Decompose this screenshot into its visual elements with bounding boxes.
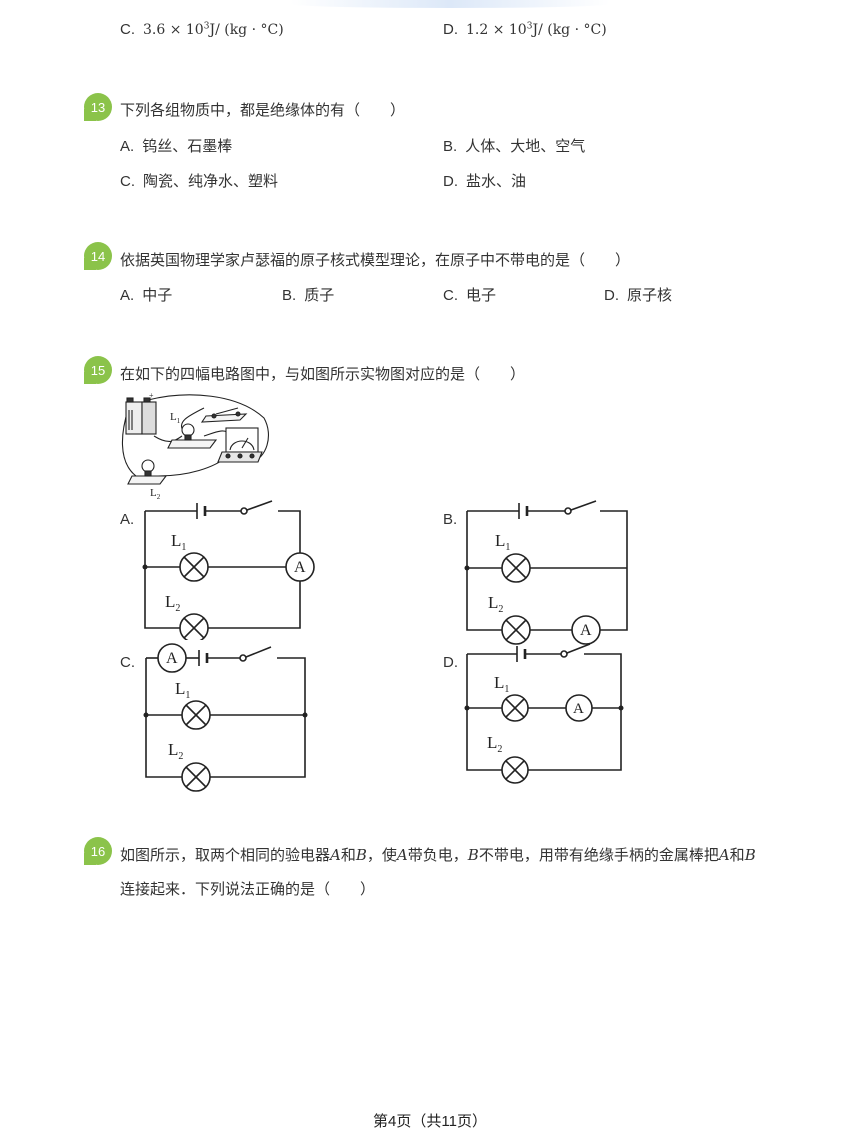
- q15-option-b-label[interactable]: B.: [443, 511, 458, 528]
- q14-option-d[interactable]: D.原子核: [604, 287, 673, 304]
- ammeter-a: A: [294, 559, 306, 576]
- svg-text:L2: L2: [150, 487, 161, 500]
- svg-text:L1: L1: [495, 531, 510, 553]
- ammeter-c: A: [166, 650, 178, 667]
- q15-option-d-label[interactable]: D.: [443, 654, 458, 671]
- q13-option-b[interactable]: B.人体、大地、空气: [443, 138, 586, 155]
- q15-option-a-label[interactable]: A.: [120, 511, 135, 528]
- q12-option-c[interactable]: C.3.6 × 103J/ (kg · °C): [120, 21, 284, 38]
- q13-number-badge: 13: [84, 93, 112, 121]
- svg-text:L2: L2: [168, 740, 183, 762]
- q16-number-badge: 16: [84, 837, 112, 865]
- q16-question-line2: 连接起来．下列说法正确的是（ ）: [120, 881, 376, 898]
- q13-option-a[interactable]: A.钨丝、石墨棒: [120, 138, 233, 155]
- q13-option-d[interactable]: D.盐水、油: [443, 173, 527, 190]
- q14-option-c[interactable]: C.电子: [443, 287, 497, 304]
- circuit-diagram-a[interactable]: A L1 L2: [138, 500, 320, 640]
- q14-question: 依据英国物理学家卢瑟福的原子核式模型理论，在原子中不带电的是（ ）: [120, 252, 631, 269]
- physical-circuit-figure: L1 L2 +: [121, 392, 269, 500]
- svg-text:L1: L1: [170, 411, 181, 425]
- svg-text:L1: L1: [171, 531, 186, 553]
- page-footer: 第4页（共11页）: [373, 1113, 487, 1130]
- svg-text:L1: L1: [175, 679, 190, 701]
- q16-question-line1: 如图所示，取两个相同的验电器A和B，使A带负电，B不带电，用带有绝缘手柄的金属棒…: [120, 846, 756, 864]
- svg-text:L1: L1: [494, 673, 509, 695]
- circuit-diagram-d[interactable]: A L1 L2: [460, 642, 630, 786]
- svg-text:L2: L2: [165, 592, 180, 614]
- q13-option-c[interactable]: C.陶瓷、纯净水、塑料: [120, 173, 279, 190]
- q14-number-badge: 14: [84, 242, 112, 270]
- ammeter-d: A: [573, 701, 584, 717]
- q15-question: 在如下的四幅电路图中，与如图所示实物图对应的是（ ）: [120, 366, 526, 383]
- circuit-diagram-c[interactable]: A L1 L2: [140, 642, 312, 794]
- circuit-diagram-b[interactable]: A L1 L2: [460, 500, 632, 646]
- photo-label-plus: +: [149, 392, 154, 400]
- svg-text:L2: L2: [487, 733, 502, 755]
- q15-option-c-label[interactable]: C.: [120, 654, 135, 671]
- photo-label-l2: L: [150, 487, 157, 499]
- q13-question: 下列各组物质中，都是绝缘体的有（ ）: [120, 102, 406, 119]
- q14-option-a[interactable]: A.中子: [120, 287, 173, 304]
- photo-label-l1: L: [170, 411, 177, 423]
- q12-option-d[interactable]: D.1.2 × 103J/ (kg · °C): [443, 21, 607, 38]
- q14-option-b[interactable]: B.质子: [282, 287, 335, 304]
- ammeter-b: A: [580, 622, 592, 639]
- svg-text:L2: L2: [488, 593, 503, 615]
- q15-number-badge: 15: [84, 356, 112, 384]
- top-decoration: [290, 0, 610, 8]
